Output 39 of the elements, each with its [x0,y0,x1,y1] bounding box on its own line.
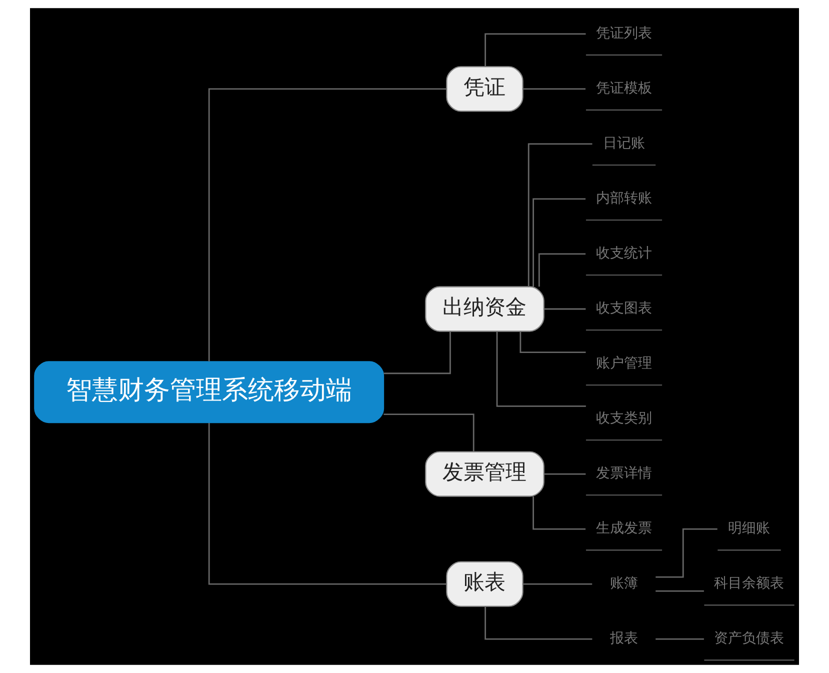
connector [384,332,451,374]
connector [538,253,586,287]
connector [532,198,586,287]
node-box: 凭证 [446,66,524,112]
node-text: 明细账 [728,520,770,537]
connector [656,590,704,592]
connector [544,473,586,475]
node-text: 日记账 [603,136,646,152]
connector [208,88,446,362]
node-text: 资产负债表 [714,630,784,647]
node-text: 生成发票 [596,520,652,537]
connector [208,422,446,585]
connector [544,308,586,310]
connector [656,528,718,578]
connector [484,33,586,67]
connector [656,638,704,640]
connector [384,414,474,452]
node-text: 科目余额表 [714,576,784,592]
node-box: 发票管理 [425,451,544,497]
connector [522,583,592,585]
node-box: 账表 [446,561,524,607]
node-box: 智慧财务管理系统移动端 [34,361,384,424]
node-box: 出纳资金 [425,286,544,332]
connector [484,606,592,640]
connector [522,88,586,90]
node-text: 收支类别 [596,410,652,427]
connector [532,496,586,530]
node-text: 凭证列表 [596,26,652,42]
node-text: 账簿 [610,576,638,592]
node-text: 内部转账 [596,190,652,207]
connector [496,332,586,407]
node-text: 收支统计 [596,246,652,262]
node-text: 收支图表 [596,300,652,317]
node-text: 凭证模板 [596,80,652,97]
connector [528,143,592,287]
connector [520,332,586,353]
node-text: 账户管理 [596,356,652,372]
node-text: 报表 [610,630,638,647]
node-text: 发票详情 [596,466,652,482]
